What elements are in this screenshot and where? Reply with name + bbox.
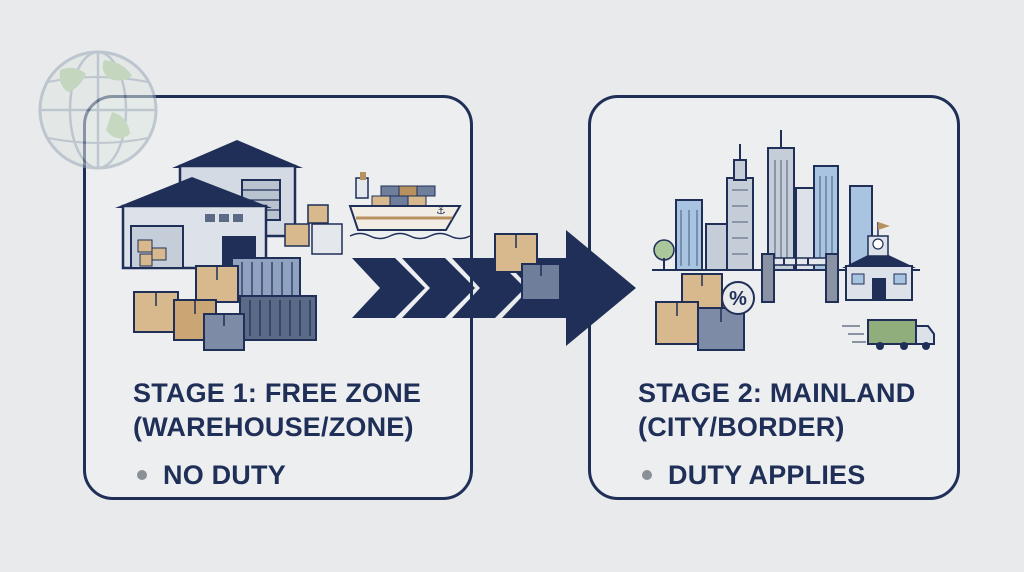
cardboard-box-icon (133, 265, 245, 351)
stage-2-subtitle: (CITY/BORDER) (638, 412, 845, 442)
tree-icon (653, 239, 675, 270)
bullet-dot (137, 470, 147, 480)
stage-2-title: STAGE 2: MAINLAND (638, 378, 916, 408)
city-skyline-icon (652, 130, 920, 271)
stage-1-bullet-label: NO DUTY (163, 460, 286, 490)
border-gate-icon (761, 253, 839, 303)
cardboard-box-icon (494, 233, 561, 301)
stage-2-text: STAGE 2: MAINLAND (CITY/BORDER) DUTY APP… (638, 376, 915, 492)
cardboard-box-icon (284, 204, 343, 255)
stage-1-title: STAGE 1: FREE ZONE (133, 378, 422, 408)
svg-text:⚓: ⚓ (436, 205, 446, 217)
globe-icon (38, 50, 158, 170)
percent-tag-label: % (729, 288, 747, 310)
cargo-ship-icon: ⚓ (348, 172, 471, 240)
stage-2-bullet: DUTY APPLIES (638, 458, 915, 492)
stage-1-bullet: NO DUTY (133, 458, 421, 492)
stage-1-text: STAGE 1: FREE ZONE (WAREHOUSE/ZONE) NO D… (133, 376, 421, 492)
chevron-arrow-icon (352, 230, 636, 346)
percent-tag-icon: % (721, 281, 755, 315)
cardboard-box-icon (655, 273, 745, 351)
warehouse-icon (115, 140, 303, 270)
stage-1-subtitle: (WAREHOUSE/ZONE) (133, 412, 414, 442)
shipping-container-icon (231, 257, 317, 341)
bullet-dot (642, 470, 652, 480)
customs-house-icon (842, 222, 916, 301)
delivery-truck-icon (842, 319, 935, 350)
stage-2-bullet-label: DUTY APPLIES (668, 460, 866, 490)
